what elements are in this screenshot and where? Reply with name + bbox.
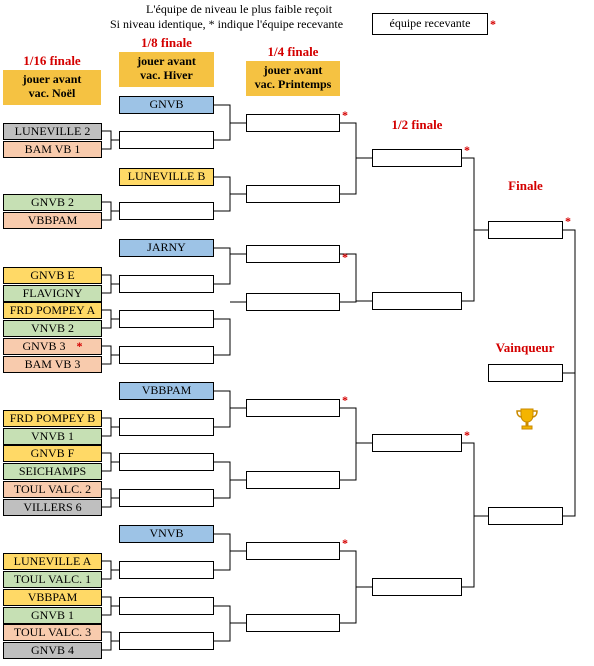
team-r16-17: LUNEVILLE A	[3, 553, 102, 570]
slot-r8-3	[119, 275, 214, 293]
qf-star-4: *	[342, 536, 348, 550]
sf-star-1: *	[464, 143, 470, 157]
team-r8-1: GNVB	[119, 96, 214, 114]
team-r16-10: BAM VB 3	[3, 356, 102, 373]
round-4-sub-line1: jouer avant	[263, 63, 323, 77]
trophy-icon	[516, 408, 538, 430]
winner-title: Vainqueur	[495, 340, 555, 355]
qf-star-2: *	[342, 250, 348, 264]
slot-qf-2	[246, 185, 340, 203]
round-8-sub-line2: vac. Hiver	[140, 68, 193, 82]
team-r16-4: VBBPAM	[3, 212, 102, 229]
round-8-sub-line1: jouer avant	[137, 54, 196, 68]
legend-box: équipe recevante	[372, 13, 488, 35]
team-r16-1: LUNEVILLE 2	[3, 123, 102, 140]
slot-sf-4	[372, 578, 462, 596]
team-r16-19: VBBPAM	[3, 589, 102, 606]
slot-winner	[488, 364, 563, 382]
slot-final-1	[488, 221, 563, 239]
receiving-star: *	[76, 339, 83, 353]
team-r16-7: FRD POMPEY A	[3, 302, 102, 319]
slot-r8-5	[119, 346, 214, 364]
slot-sf-2	[372, 292, 462, 310]
semi-final-title: 1/2 finale	[391, 117, 443, 132]
round-4-subtitle: jouer avant vac. Printemps	[246, 61, 340, 96]
rule-text-2: Si niveau identique, * indique l'équipe …	[110, 17, 344, 31]
round-16-title: 1/16 finale	[23, 53, 81, 68]
team-r16-16: VILLERS 6	[3, 499, 102, 516]
slot-r8-1	[119, 131, 214, 149]
slot-qf-1	[246, 114, 340, 132]
team-r16-21: TOUL VALC. 3	[3, 624, 102, 641]
team-r8-3: JARNY	[119, 239, 214, 257]
team-r8-2: LUNEVILLE B	[119, 168, 214, 186]
slot-final-2	[488, 507, 563, 525]
team-r16-3: GNVB 2	[3, 194, 102, 211]
sf-star-2: *	[464, 428, 470, 442]
team-r16-22: GNVB 4	[3, 642, 102, 659]
slot-qf-8	[246, 614, 340, 632]
round-8-title: 1/8 finale	[141, 35, 192, 50]
slot-qf-6	[246, 471, 340, 489]
slot-r8-4	[119, 310, 214, 328]
team-r16-9-name: GNVB 3	[22, 339, 66, 353]
slot-qf-5	[246, 399, 340, 417]
team-r16-15: TOUL VALC. 2	[3, 481, 102, 498]
slot-r8-7	[119, 453, 214, 471]
qf-star-1: *	[342, 108, 348, 122]
legend-star: *	[490, 17, 496, 31]
team-r16-18: TOUL VALC. 1	[3, 571, 102, 588]
slot-r8-9	[119, 561, 214, 579]
team-r16-9: GNVB 3 *	[3, 338, 102, 355]
team-r16-8: VNVB 2	[3, 320, 102, 337]
slot-qf-3	[246, 245, 340, 263]
slot-qf-7	[246, 542, 340, 560]
slot-r8-2	[119, 202, 214, 220]
slot-qf-4	[246, 293, 340, 311]
team-r8-4: VBBPAM	[119, 382, 214, 400]
round-8-subtitle: jouer avant vac. Hiver	[119, 52, 214, 87]
rule-text-1: L'équipe de niveau le plus faible reçoit	[146, 2, 333, 16]
team-r16-6: FLAVIGNY	[3, 285, 102, 302]
team-r8-5: VNVB	[119, 525, 214, 543]
slot-sf-1	[372, 149, 462, 167]
round-16-sub-line2: vac. Noël	[28, 86, 76, 100]
slot-r8-11	[119, 632, 214, 650]
slot-sf-3	[372, 434, 462, 452]
slot-r8-8	[119, 489, 214, 507]
team-r16-14: SEICHAMPS	[3, 463, 102, 480]
team-r16-11: FRD POMPEY B	[3, 410, 102, 427]
slot-r8-10	[119, 597, 214, 615]
team-r16-2: BAM VB 1	[3, 141, 102, 158]
round-16-subtitle: jouer avant vac. Noël	[3, 70, 101, 105]
round-4-sub-line2: vac. Printemps	[254, 77, 332, 91]
round-16-sub-line1: jouer avant	[22, 72, 82, 86]
qf-star-3: *	[342, 393, 348, 407]
slot-r8-6	[119, 418, 214, 436]
final-star: *	[565, 214, 571, 228]
team-r16-13: GNVB F	[3, 445, 102, 462]
round-4-title: 1/4 finale	[267, 44, 319, 59]
final-title: Finale	[508, 178, 543, 193]
team-r16-12: VNVB 1	[3, 428, 102, 445]
team-r16-20: GNVB 1	[3, 607, 102, 624]
team-r16-5: GNVB E	[3, 267, 102, 284]
